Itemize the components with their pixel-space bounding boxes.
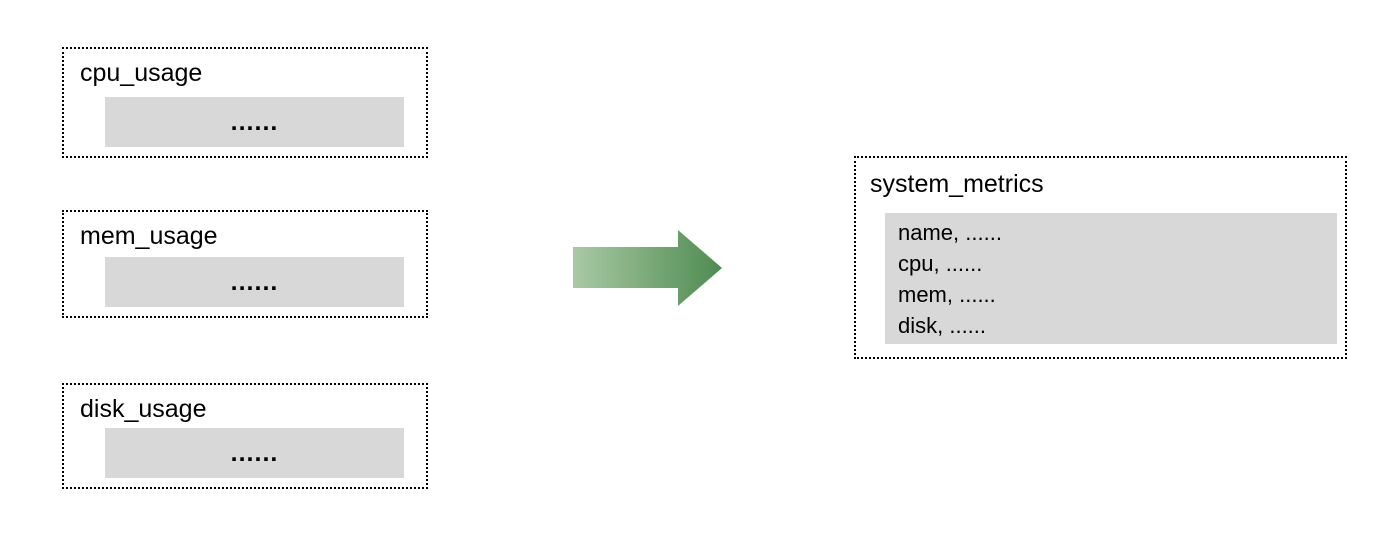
source-data-strip: ...... (105, 257, 404, 307)
source-data-strip: ...... (105, 97, 404, 147)
source-box-disk-usage: disk_usage ...... (62, 383, 428, 489)
source-box-cpu-usage: cpu_usage ...... (62, 47, 428, 158)
target-field-row: disk, ...... (898, 313, 987, 338)
target-box-system-metrics: system_metrics name, ...... cpu, ...... … (854, 156, 1347, 359)
ellipsis-placeholder: ...... (230, 267, 279, 296)
source-data-strip: ...... (105, 428, 404, 478)
target-field-row: name, ...... (898, 220, 1002, 245)
target-data-strip: name, ...... cpu, ...... mem, ...... dis… (885, 213, 1337, 344)
right-arrow-icon (573, 230, 722, 306)
target-field-row: cpu, ...... (898, 251, 983, 276)
source-box-title: disk_usage (80, 395, 207, 423)
target-field-row: mem, ...... (898, 282, 996, 307)
ellipsis-placeholder: ...... (230, 107, 279, 136)
target-box-title: system_metrics (870, 170, 1044, 198)
source-box-title: mem_usage (80, 222, 218, 250)
source-box-mem-usage: mem_usage ...... (62, 210, 428, 318)
source-box-title: cpu_usage (80, 59, 203, 87)
ellipsis-placeholder: ...... (230, 438, 279, 467)
